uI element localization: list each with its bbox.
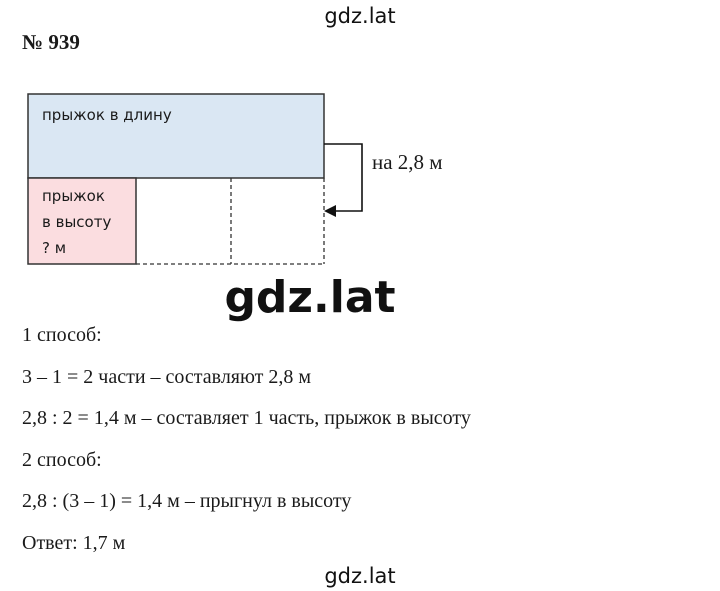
solution-line: 2,8 : (3 – 1) = 1,4 м – прыгнул в высоту	[22, 490, 352, 512]
difference-bracket	[324, 143, 363, 212]
long-jump-bar	[27, 93, 325, 179]
solution-line: 2,8 : 2 = 1,4 м – составляет 1 часть, пр…	[22, 407, 471, 429]
long-jump-label: прыжок в длину	[42, 106, 172, 124]
answer-line: Ответ: 1,7 м	[22, 531, 126, 554]
solution: 1 способ: 3 – 1 = 2 части – составляют 2…	[22, 315, 471, 564]
high-jump-label-line-2: в высоту	[42, 213, 112, 231]
watermark-bottom: gdz.lat	[324, 564, 396, 588]
high-jump-bar	[27, 177, 137, 265]
problem-number: № 939	[22, 30, 80, 54]
solution-line: 3 – 1 = 2 части – составляют 2,8 м	[22, 365, 312, 388]
solution-line: 2 способ:	[22, 448, 102, 471]
difference-arrowhead	[324, 205, 336, 217]
solution-line: 1 способ:	[22, 324, 102, 346]
difference-label: на 2,8 м	[372, 150, 443, 174]
watermark-center: gdz.lat	[224, 272, 396, 323]
jump-diagram	[27, 93, 363, 265]
high-jump-label-line-3: ? м	[42, 239, 67, 257]
high-jump-label-line-1: прыжок	[42, 187, 105, 205]
watermark-top: gdz.lat	[324, 4, 396, 28]
